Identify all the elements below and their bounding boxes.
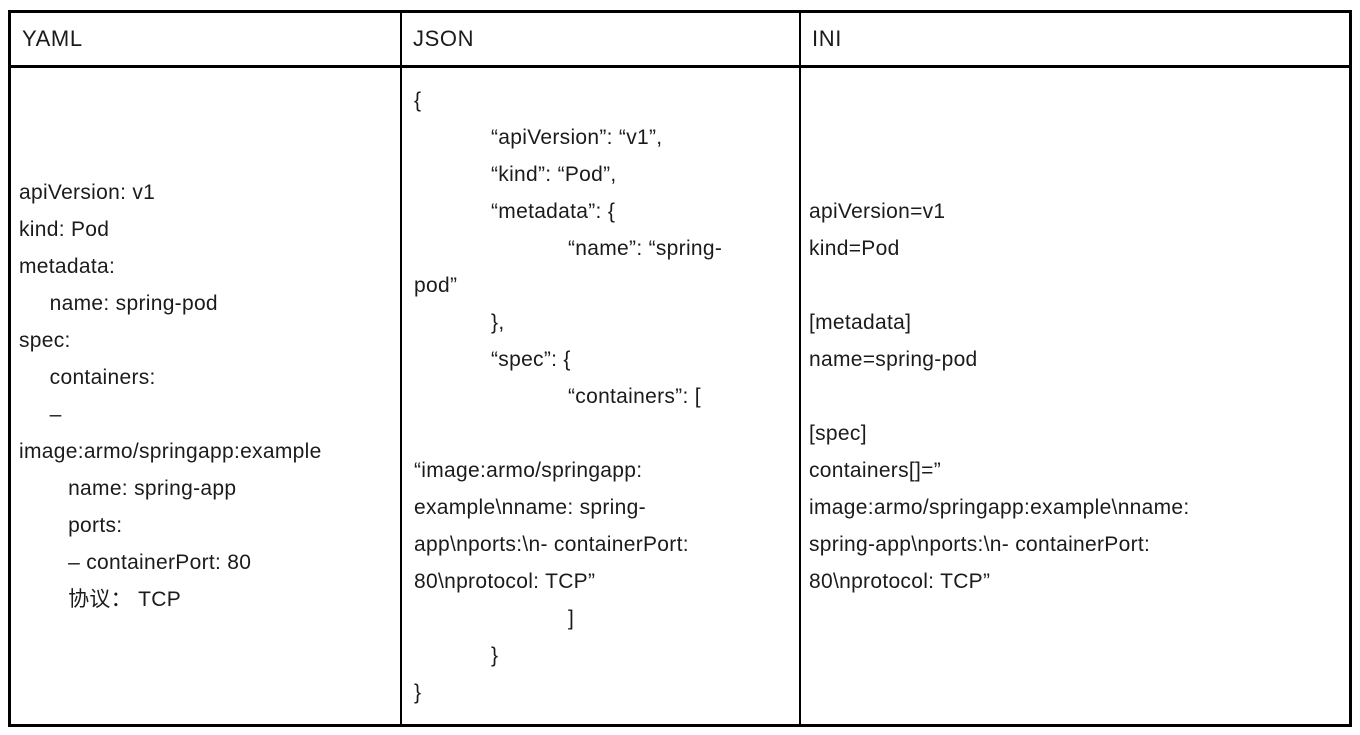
ini-code-cell: apiVersion=v1 kind=Pod [metadata] name=s… — [801, 68, 1349, 724]
format-comparison-table: YAML JSON INI apiVersion: v1 kind: Pod m… — [8, 10, 1352, 727]
column-header-ini: INI — [801, 13, 1349, 68]
yaml-code: apiVersion: v1 kind: Pod metadata: name:… — [19, 181, 322, 611]
ini-code: apiVersion=v1 kind=Pod [metadata] name=s… — [809, 199, 1190, 593]
yaml-code-cell: apiVersion: v1 kind: Pod metadata: name:… — [11, 68, 402, 724]
column-header-yaml: YAML — [11, 13, 402, 68]
json-code-cell: { “apiVersion”: “v1”, “kind”: “Pod”, “me… — [402, 68, 801, 724]
column-header-json: JSON — [402, 13, 801, 68]
json-code: { “apiVersion”: “v1”, “kind”: “Pod”, “me… — [414, 88, 723, 704]
